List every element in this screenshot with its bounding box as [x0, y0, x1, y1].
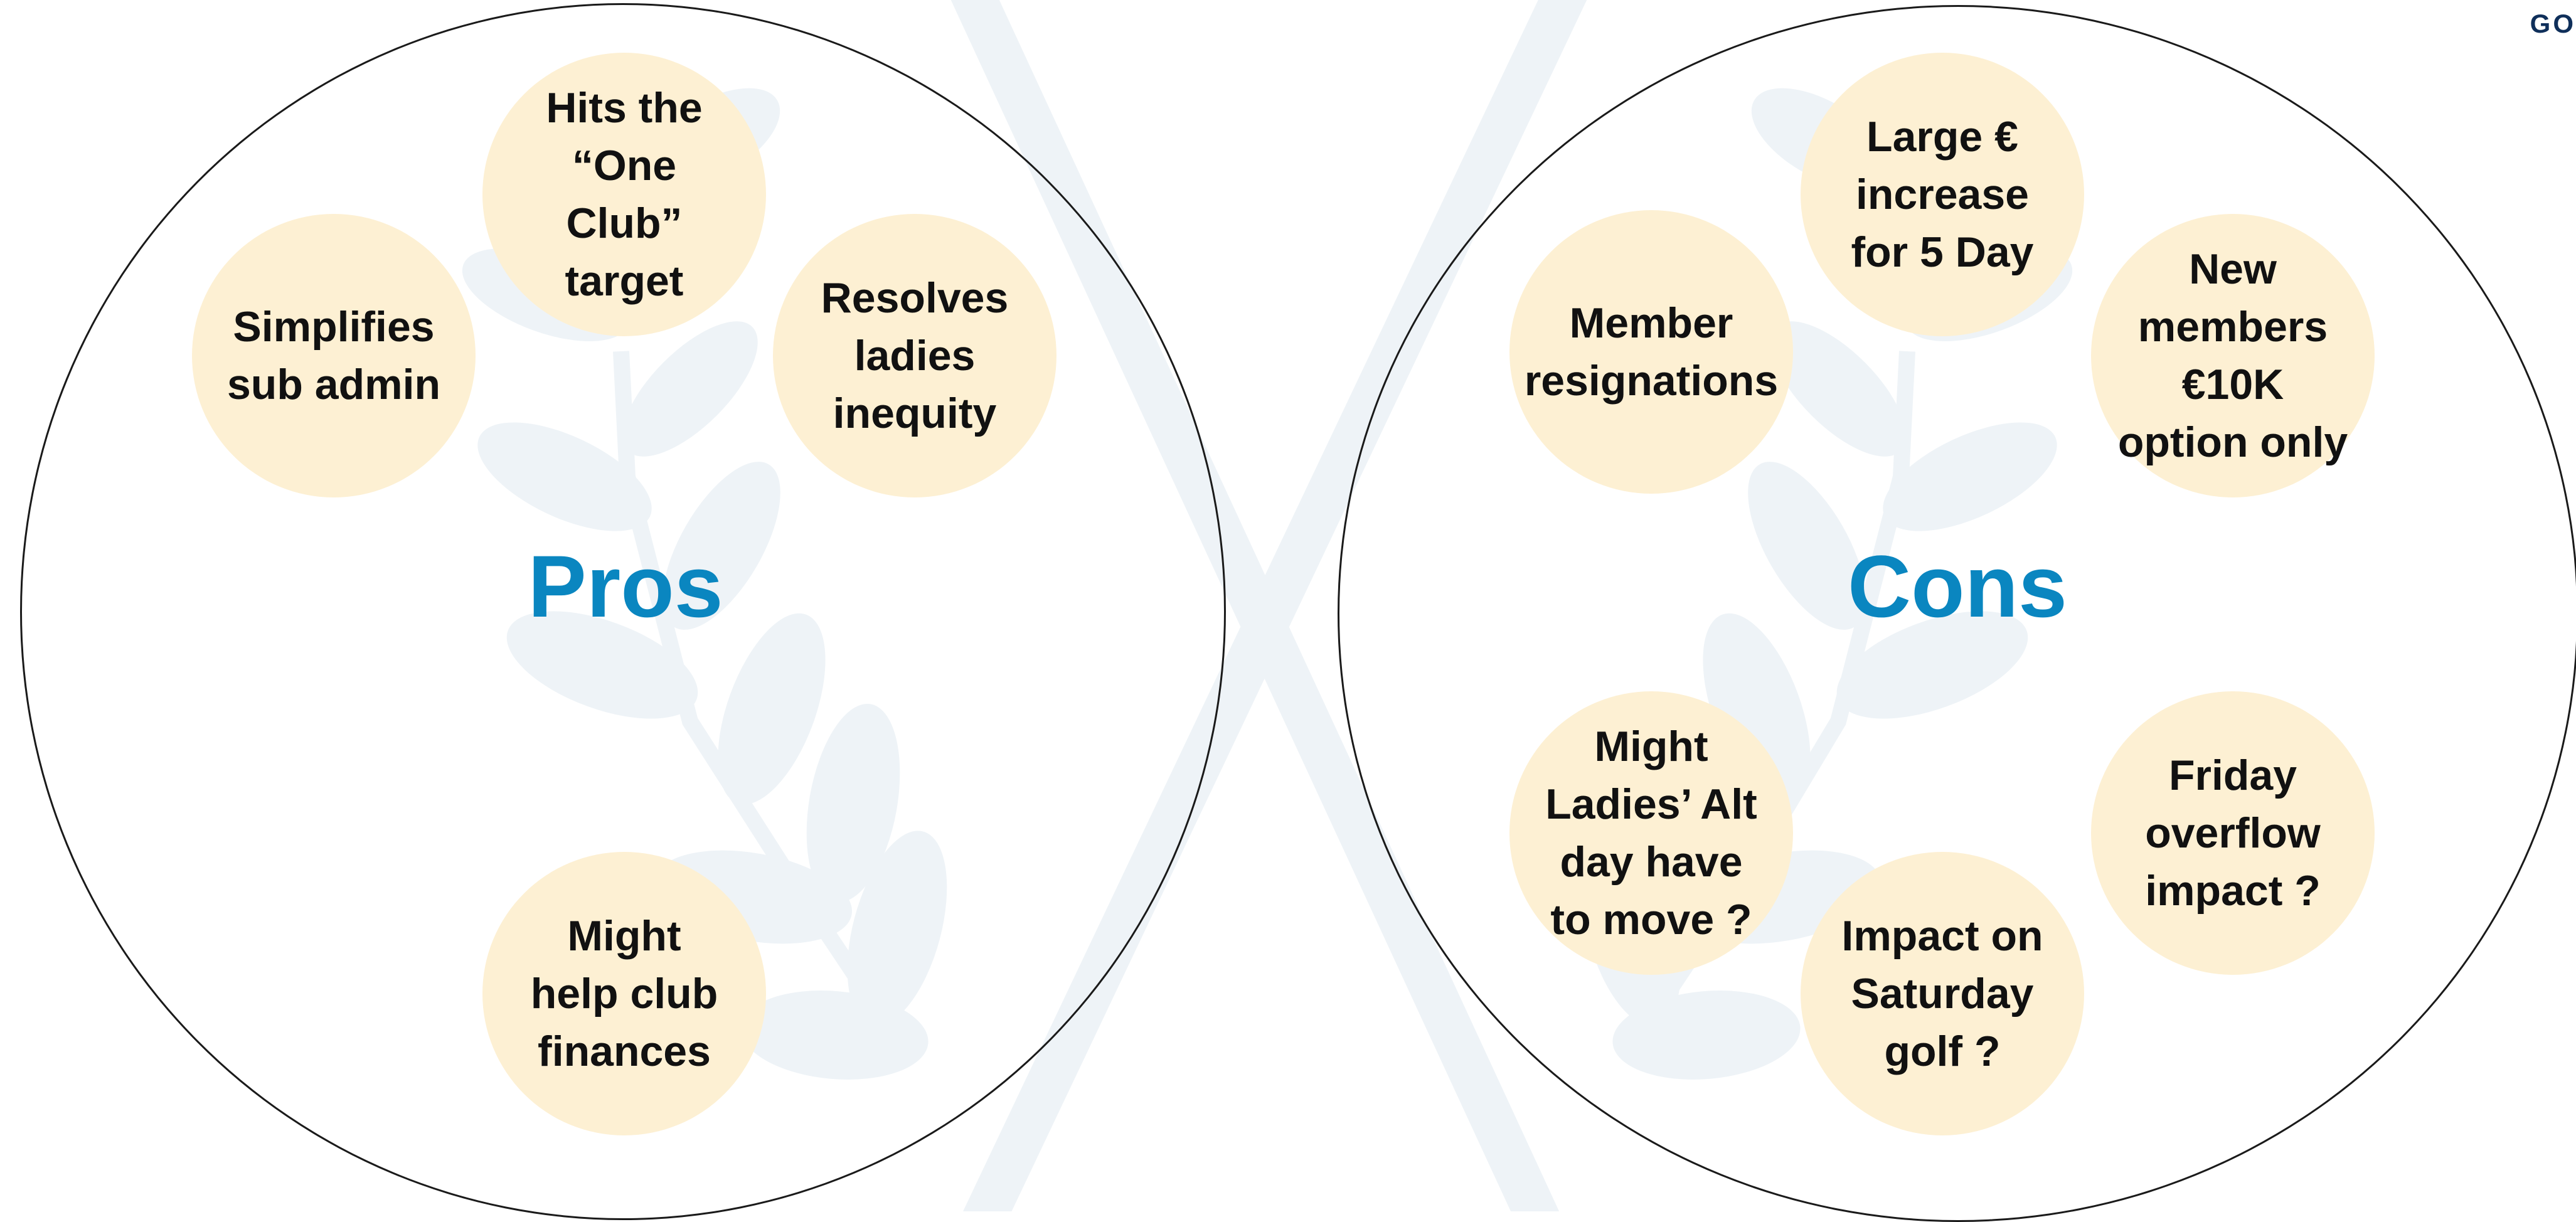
pros-bubble-text: Resolves ladies inequity [821, 274, 1009, 437]
logo-text: GO [2530, 9, 2576, 38]
cons-bubble-text: Friday overflow impact ? [2145, 752, 2321, 915]
cons-heading: Cons [1848, 537, 2067, 635]
pros-bubble-text: Might help club finances [530, 912, 718, 1075]
cons-bubble-text: Impact on Saturday golf ? [1841, 912, 2043, 1075]
pros-bubble-one-club: Hits the “One Club” target [482, 53, 766, 336]
pros-heading: Pros [528, 537, 723, 635]
cons-bubble-saturday-golf: Impact on Saturday golf ? [1801, 852, 2084, 1135]
cons-bubble-text: Large € increase for 5 Day [1851, 113, 2034, 276]
pros-bubble-text: Simplifies sub admin [226, 303, 441, 408]
cons-bubble-new-members: New members €10K option only [2091, 214, 2375, 497]
cons-bubble-text: New members €10K option only [2117, 245, 2348, 466]
cons-bubble-friday-overflow: Friday overflow impact ? [2091, 691, 2375, 975]
pros-bubble-ladies-inequity: Resolves ladies inequity [773, 214, 1056, 497]
pros-bubble-text: Hits the “One Club” target [546, 84, 703, 305]
cons-bubble-member-resignations: Member resignations [1509, 210, 1793, 494]
pros-bubble-sub-admin: Simplifies sub admin [192, 214, 476, 497]
cons-bubble-text: Might Ladies’ Alt day have to move ? [1545, 723, 1757, 943]
cons-bubble-large-increase: Large € increase for 5 Day [1801, 53, 2084, 336]
pros-bubble-club-finances: Might help club finances [482, 852, 766, 1135]
cons-bubble-ladies-alt-day: Might Ladies’ Alt day have to move ? [1509, 691, 1793, 975]
cons-bubble-text: Member resignations [1524, 299, 1779, 405]
